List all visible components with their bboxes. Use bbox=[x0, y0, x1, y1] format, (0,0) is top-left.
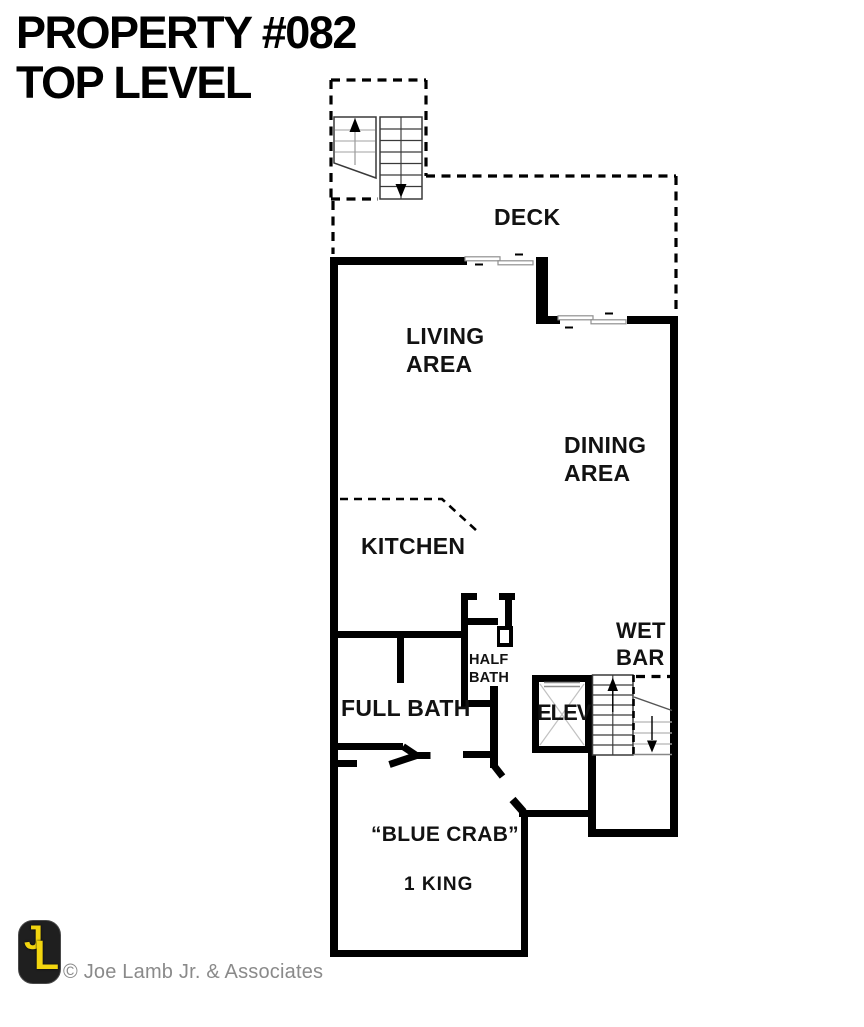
stairs-up-arrow-icon bbox=[349, 118, 361, 132]
door-symbols bbox=[388, 743, 431, 768]
windows bbox=[464, 253, 627, 329]
slider-window-right bbox=[557, 315, 594, 321]
elevator-shaft bbox=[532, 675, 592, 753]
walls bbox=[330, 257, 678, 957]
bedroom-name-label: “BLUE CRAB” bbox=[371, 823, 519, 846]
kitchen-label: KITCHEN bbox=[361, 533, 466, 559]
joe-lamb-logo: J L bbox=[18, 919, 61, 984]
deck-label: DECK bbox=[494, 204, 561, 230]
stairs-up-arrow-icon bbox=[607, 677, 618, 691]
elevator-label: ELEV bbox=[537, 700, 591, 725]
door-arrow-icon bbox=[388, 743, 431, 768]
page-title-line2: TOP LEVEL bbox=[16, 57, 252, 108]
half-bath-label: HALF BATH bbox=[469, 652, 509, 686]
living-area-label: LIVING AREA bbox=[406, 323, 485, 378]
logo-letter-j: J bbox=[24, 919, 43, 957]
logo-letter-l: L bbox=[34, 932, 60, 978]
kitchen-boundary bbox=[340, 497, 478, 532]
wet-bar-label: WET BAR bbox=[616, 618, 666, 670]
upper-stairs bbox=[333, 116, 423, 200]
slider-window-top bbox=[464, 256, 501, 262]
mid-stairs bbox=[591, 674, 673, 756]
page-title-line1: PROPERTY #082 bbox=[16, 7, 357, 58]
bedroom-bedding-label: 1 KING bbox=[404, 874, 474, 895]
upper-stairwell-outline bbox=[329, 78, 428, 201]
page-title: PROPERTY #082 TOP LEVEL bbox=[16, 7, 357, 108]
full-bath-label: FULL BATH bbox=[341, 695, 471, 721]
copyright-text: © Joe Lamb Jr. & Associates bbox=[63, 961, 324, 983]
dining-area-label: DINING AREA bbox=[564, 432, 647, 487]
stairs-down-arrow-icon bbox=[395, 184, 407, 198]
stairs-down-arrow-icon bbox=[647, 740, 657, 753]
deck-outline bbox=[331, 174, 678, 312]
